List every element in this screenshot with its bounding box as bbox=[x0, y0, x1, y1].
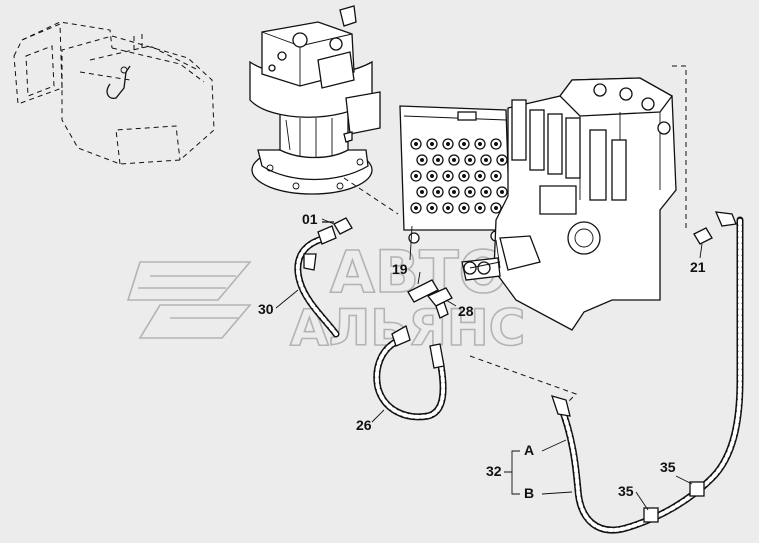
leader-block-c bbox=[469, 261, 501, 269]
label-A: A bbox=[524, 442, 534, 458]
valve-bolt-center bbox=[414, 174, 418, 178]
label-28: 28 bbox=[458, 303, 474, 319]
leader-21 bbox=[699, 243, 703, 259]
valve-bolt-center bbox=[436, 158, 440, 162]
leader-valve-right bbox=[672, 65, 687, 228]
label-B: B bbox=[524, 485, 534, 501]
label-32: 32 bbox=[486, 463, 502, 479]
valve-bolt-center bbox=[420, 158, 424, 162]
leader-hose-26 bbox=[469, 355, 577, 405]
label-21: 21 bbox=[690, 259, 706, 275]
valve-bolt-center bbox=[446, 174, 450, 178]
valve-bolt-center bbox=[430, 174, 434, 178]
valve-bolt-center bbox=[414, 206, 418, 210]
valve-bolt-center bbox=[452, 190, 456, 194]
valve-bolt-center bbox=[494, 174, 498, 178]
fitting-01 bbox=[322, 217, 353, 235]
valve-bolt-center bbox=[484, 158, 488, 162]
swing-motor bbox=[249, 5, 381, 195]
fitting-28 bbox=[426, 287, 453, 319]
valve-bolt-center bbox=[446, 206, 450, 210]
excavator-thumbnail bbox=[13, 21, 215, 165]
label-01: 01 bbox=[302, 211, 318, 227]
valve-bolt-center bbox=[414, 142, 418, 146]
pilot-valve-block bbox=[399, 105, 511, 244]
hose-30 bbox=[294, 225, 340, 338]
leader-01 bbox=[321, 218, 335, 225]
valve-bolt-center bbox=[436, 190, 440, 194]
leader-35-right bbox=[675, 475, 693, 485]
fitting-19 bbox=[407, 279, 439, 303]
valve-bolt-center bbox=[452, 158, 456, 162]
label-26: 26 bbox=[356, 417, 372, 433]
bracket-32 bbox=[504, 450, 520, 495]
valve-bolt-center bbox=[462, 142, 466, 146]
valve-bolt-center bbox=[478, 142, 482, 146]
leader-30 bbox=[275, 289, 299, 309]
label-35-left: 35 bbox=[618, 483, 634, 499]
fitting-21 bbox=[693, 227, 713, 245]
valve-bolt-center bbox=[462, 174, 466, 178]
hose-32 bbox=[550, 211, 744, 534]
leader-35-left bbox=[635, 491, 649, 511]
valve-bolt-center bbox=[430, 206, 434, 210]
valve-bolt-center bbox=[478, 174, 482, 178]
leader-block-b bbox=[495, 239, 501, 269]
leader-26 bbox=[371, 409, 385, 423]
valve-bolt-center bbox=[500, 158, 504, 162]
label-19: 19 bbox=[392, 261, 408, 277]
label-35-right: 35 bbox=[660, 459, 676, 475]
hose-26 bbox=[373, 325, 447, 421]
valve-bolt-center bbox=[430, 142, 434, 146]
label-30: 30 bbox=[258, 301, 274, 317]
leader-motor bbox=[343, 177, 399, 215]
valve-bolt-center bbox=[468, 158, 472, 162]
valve-bolt-center bbox=[494, 142, 498, 146]
leader-32 bbox=[541, 439, 573, 495]
valve-bolt-center bbox=[500, 190, 504, 194]
valve-bolt-center bbox=[494, 206, 498, 210]
watermark-logo bbox=[126, 261, 252, 339]
leader-19 bbox=[417, 271, 421, 285]
valve-bolt-center bbox=[484, 190, 488, 194]
control-valve bbox=[461, 77, 677, 331]
valve-bolt-center bbox=[462, 206, 466, 210]
leader-28 bbox=[445, 299, 457, 307]
valve-bolt-center bbox=[420, 190, 424, 194]
valve-bolt-center bbox=[478, 206, 482, 210]
valve-bolt-center bbox=[446, 142, 450, 146]
watermark-line2: АЛЬЯНС bbox=[290, 299, 525, 357]
leader-block-a bbox=[409, 225, 413, 261]
valve-bolt-center bbox=[468, 190, 472, 194]
